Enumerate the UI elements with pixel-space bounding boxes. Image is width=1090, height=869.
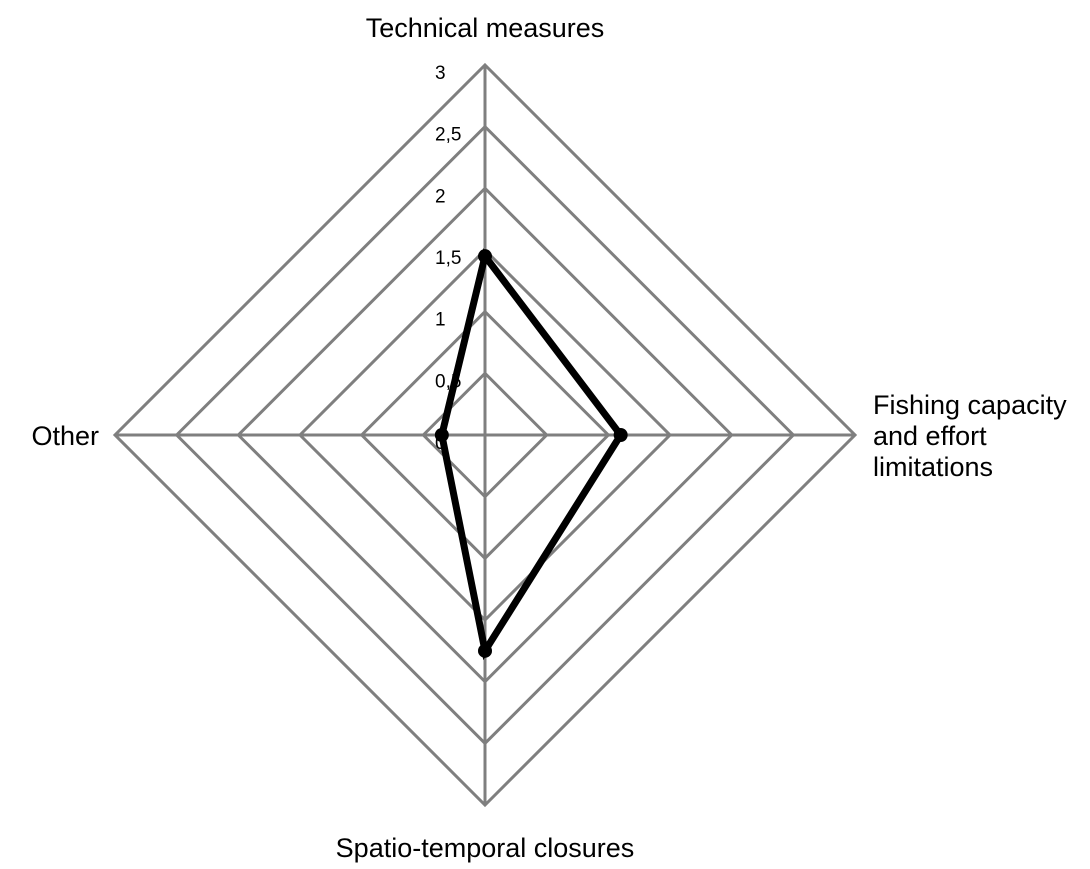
tick-label: 1 xyxy=(435,310,446,331)
series-line xyxy=(438,248,625,661)
series-point-1 xyxy=(613,428,628,442)
axis-label: and effort xyxy=(873,421,987,451)
data-series xyxy=(434,248,628,661)
axis-label: Spatio-temporal closures xyxy=(336,833,635,863)
axis-label: limitations xyxy=(873,452,993,482)
series-point-2 xyxy=(478,643,492,658)
axis-label: Technical measures xyxy=(366,13,605,43)
tick-label: 1,5 xyxy=(435,248,461,269)
tick-label: 2,5 xyxy=(435,125,461,146)
series-point-0 xyxy=(478,249,492,264)
axis-label: Fishing capacity xyxy=(873,390,1067,420)
series-point-3 xyxy=(434,428,449,442)
radar-grid xyxy=(112,62,858,808)
axis-label: Other xyxy=(31,421,99,451)
tick-label: 2 xyxy=(435,186,446,207)
tick-label: 3 xyxy=(435,63,446,84)
